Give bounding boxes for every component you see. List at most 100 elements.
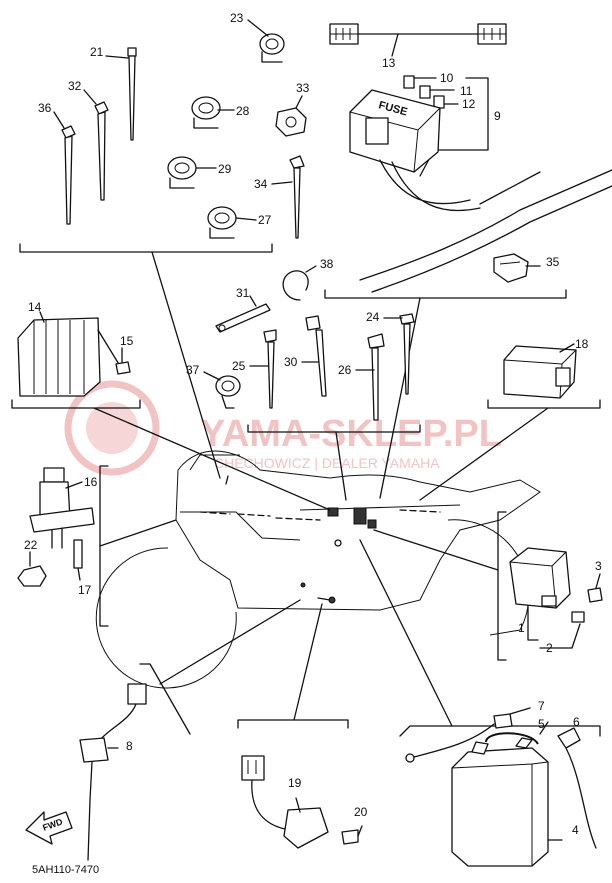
- bike-front-mark: [225, 475, 229, 485]
- callout-38: 38: [320, 257, 334, 271]
- leader-31: [249, 295, 257, 307]
- holder-37-hole: [221, 380, 235, 392]
- fuse-wire-a: [379, 159, 471, 205]
- leader-19: [295, 797, 301, 813]
- battery-4-edges: [451, 761, 549, 866]
- rectifier-14: [17, 317, 101, 397]
- holder-25-head: [263, 329, 277, 343]
- battery-group: [405, 707, 597, 867]
- clamp-29-hole: [174, 162, 190, 174]
- leader-harness: [379, 297, 421, 499]
- leader-17: [77, 567, 81, 581]
- callout-12: 12: [462, 97, 476, 111]
- leader-32: [83, 89, 97, 105]
- switch-8-body: [79, 737, 109, 763]
- bike-sensor-mark: [334, 539, 342, 547]
- leader-clips: [335, 431, 347, 501]
- screw-17: [73, 539, 83, 569]
- switch-8-rod: [87, 761, 93, 861]
- switch-19-wire: [251, 779, 291, 831]
- neutral-switch-group: [241, 755, 363, 849]
- fuse-box-9: [349, 89, 441, 173]
- leader-1: [527, 605, 539, 641]
- tie-32-head: [94, 101, 109, 115]
- switch-16-key: [43, 467, 65, 483]
- battery-4: [451, 747, 549, 867]
- callout-20: 20: [354, 805, 368, 819]
- cable-ties: [61, 47, 305, 239]
- screw-20: [341, 829, 359, 845]
- leader-2: [539, 623, 581, 649]
- callout-10: 10: [440, 71, 454, 85]
- bike-switch-mark: [300, 582, 306, 588]
- sidestand-switch-group: [79, 683, 147, 861]
- leader-ties: [151, 251, 221, 479]
- tie-32-strap: [97, 111, 106, 201]
- holder-30-head: [305, 315, 321, 331]
- callout-15: 15: [120, 334, 134, 348]
- watermark-disc: [86, 402, 138, 454]
- callout-21: 21: [90, 45, 104, 59]
- fwd-indicator: FWD: [25, 811, 73, 845]
- tie-21-strap: [128, 55, 136, 141]
- lead-7-clip: [493, 713, 513, 729]
- callout-37: 37: [186, 363, 200, 377]
- clamp-33-hole: [285, 116, 297, 128]
- clamp-23-hole: [265, 38, 279, 50]
- holder-30-strap: [315, 329, 327, 397]
- bracket-neutral: [237, 719, 349, 729]
- tie-34-head: [289, 155, 305, 169]
- fwd-arrow: [25, 811, 73, 845]
- bike-neutral-dot: [328, 596, 336, 604]
- motorcycle-outline: [95, 450, 541, 689]
- clamp-27-tab: [209, 227, 235, 239]
- switch-19-connector: [241, 755, 265, 781]
- unit-18-socket: [555, 367, 571, 387]
- leader-13: [391, 33, 399, 57]
- bracket-clips: [247, 424, 421, 433]
- leader-38: [305, 265, 317, 273]
- main-switch-group: [17, 467, 95, 587]
- tie-34-strap: [293, 167, 301, 239]
- callout-36: 36: [38, 101, 52, 115]
- leader-21: [105, 55, 129, 59]
- watermark: YAMA-SKLEP.PL CHECHOWICZ | DEALER YAMAHA: [64, 380, 502, 476]
- tie-21-head: [127, 47, 137, 57]
- harness-route: [199, 509, 441, 521]
- leader-rectifier: [93, 407, 331, 511]
- fuse-group: FUSE: [329, 23, 612, 293]
- clamp-33: [275, 107, 307, 137]
- holder-26-strap: [371, 347, 379, 421]
- leader-5: [539, 721, 549, 735]
- lead-6-clip: [557, 727, 581, 749]
- rectifier-group: [17, 317, 131, 397]
- leader-34: [271, 181, 293, 185]
- leader-battery: [359, 539, 453, 727]
- group-brackets: [11, 243, 601, 737]
- fuse-wire-b: [391, 161, 481, 212]
- band-5: [485, 732, 539, 745]
- switch-8-wire: [99, 703, 137, 741]
- lead-7-wire: [409, 723, 495, 759]
- clip-35-group: [493, 253, 541, 283]
- bracket-unit: [487, 399, 601, 409]
- tie-36-strap: [64, 135, 73, 225]
- callout-5: 5: [538, 717, 545, 731]
- clip-35: [493, 253, 529, 283]
- callout-6: 6: [573, 715, 580, 729]
- callout-11: 11: [460, 84, 473, 98]
- leader-main-switch: [99, 519, 177, 547]
- bracket-rectifier: [11, 399, 141, 409]
- clamp-29: [167, 156, 197, 180]
- fuse-11: [419, 85, 431, 99]
- leader-18: [559, 343, 575, 353]
- callout-24: 24: [366, 310, 380, 324]
- bike-relay-mark: [327, 507, 339, 517]
- bike-module-mark: [367, 519, 377, 529]
- callout-22: 22: [24, 538, 38, 552]
- clamp-23: [259, 33, 285, 55]
- connector-13-left-grid: [330, 28, 358, 40]
- callout-35: 35: [546, 255, 560, 269]
- holder-24-head: [399, 313, 415, 325]
- clamp-23-tab: [261, 51, 283, 63]
